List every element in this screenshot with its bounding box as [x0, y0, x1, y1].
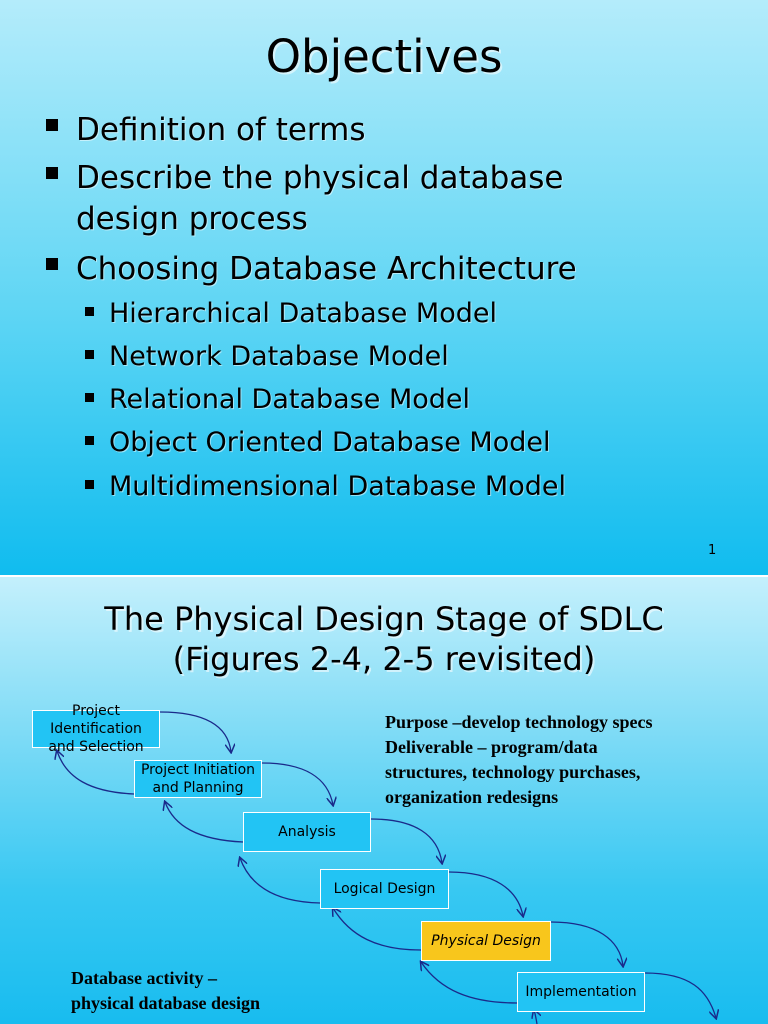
activity-line: physical database design [71, 993, 261, 1013]
sub-bullet-text: Object Oriented Database Model [109, 427, 551, 458]
bullet-text: Choosing Database Architecture [76, 251, 577, 287]
backward-arrow [421, 962, 518, 1004]
forward-arrow [448, 871, 523, 916]
bullet-square-icon [85, 436, 94, 445]
bullet-item: Choosing Database Architecture [46, 249, 577, 289]
sub-bullet-text: Hierarchical Database Model [109, 298, 497, 329]
backward-arrow [534, 1010, 537, 1024]
bullet-square-icon [46, 258, 58, 270]
bullet-square-icon [46, 167, 58, 179]
step-label: Analysis [278, 824, 336, 840]
purpose-line: Deliverable – program/data [385, 737, 598, 757]
bullet-square-icon [85, 350, 94, 359]
forward-arrow [159, 711, 231, 752]
backward-arrow [333, 908, 422, 951]
step-label: and Planning [152, 780, 244, 796]
sub-bullet-text: Multidimensional Database Model [109, 471, 566, 502]
step-label: Physical Design [431, 933, 541, 949]
sub-bullet-item: Relational Database Model [85, 383, 471, 417]
step-project-identification: Project Identification and Selection [32, 703, 160, 755]
step-label: Project Initiation [140, 762, 256, 778]
database-activity-text: Database activity – physical database de… [71, 966, 260, 1016]
sub-bullet-item: Object Oriented Database Model [85, 426, 551, 460]
page-number: 1 [708, 543, 717, 558]
purpose-text: Purpose –develop technology specs Delive… [385, 710, 653, 810]
purpose-line: Purpose –develop technology specs [385, 712, 653, 732]
bullet-item: Describe the physical database [46, 158, 564, 198]
bullet-square-icon [85, 480, 94, 489]
bullet-square-icon [85, 307, 94, 316]
step-label: Implementation [525, 984, 637, 1000]
sub-bullet-item: Multidimensional Database Model [85, 470, 566, 504]
bullet-text: Describe the physical database [76, 160, 564, 196]
bullet-text: design process [76, 201, 308, 237]
step-label: Logical Design [333, 881, 436, 897]
backward-arrow [57, 751, 135, 795]
activity-line: Database activity – [71, 968, 217, 988]
step-label: and Selection [48, 739, 144, 755]
purpose-line: structures, technology purchases, [385, 762, 641, 782]
step-analysis: Analysis [243, 812, 371, 852]
bullet-square-icon [85, 393, 94, 402]
sub-bullet-text: Network Database Model [109, 341, 449, 372]
step-logical-design: Logical Design [320, 869, 449, 909]
step-physical-design: Physical Design [421, 921, 551, 961]
backward-arrow [165, 802, 244, 843]
slide-1: Objectives Definition of terms Describe … [0, 0, 768, 575]
sub-bullet-item: Network Database Model [85, 340, 449, 374]
slide-2 [0, 577, 768, 1024]
backward-arrow [240, 858, 321, 904]
forward-arrow [261, 762, 333, 805]
sub-bullet-text: Relational Database Model [109, 384, 471, 415]
bullet-square-icon [46, 119, 58, 131]
slide-title: Objectives [265, 30, 503, 83]
step-label: Project Identification [50, 703, 142, 737]
slide-title-line-2: (Figures 2-4, 2-5 revisited) [172, 640, 596, 678]
bullet-text: Definition of terms [76, 112, 366, 148]
step-project-initiation: Project Initiation and Planning [134, 760, 262, 798]
forward-arrow [370, 818, 442, 863]
forward-arrow [644, 972, 716, 1018]
sub-bullet-item: Hierarchical Database Model [85, 297, 497, 331]
bullet-item: Definition of terms [46, 110, 366, 150]
step-implementation: Implementation [517, 972, 645, 1012]
forward-arrow [550, 921, 623, 966]
bullet-continuation: design process [76, 199, 308, 239]
purpose-line: organization redesigns [385, 787, 559, 807]
slide-title-line-1: The Physical Design Stage of SDLC [104, 600, 664, 638]
